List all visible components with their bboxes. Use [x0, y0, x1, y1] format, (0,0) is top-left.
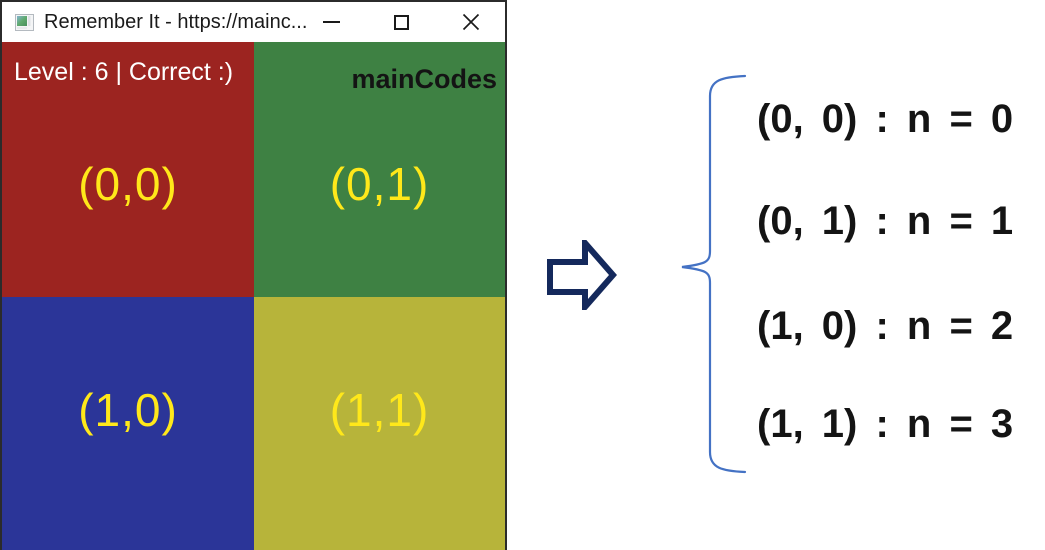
quadrant-1-1[interactable]: (1,1) — [254, 297, 505, 550]
window-title: Remember It - https://mainc... — [44, 10, 308, 33]
titlebar[interactable]: Remember It - https://mainc... — [2, 2, 505, 42]
quadrant-0-0-label: (0,0) — [78, 157, 178, 210]
minimize-button[interactable] — [308, 2, 354, 42]
mapping-row-3: (1, 1) : n = 3 — [757, 402, 1014, 446]
mapping-row-1: (0, 1) : n = 1 — [757, 199, 1014, 243]
app-window: Remember It - https://mainc... (0,0) (0,… — [0, 0, 507, 550]
quadrant-grid: (0,0) (0,1) (1,0) (1,1) — [2, 42, 505, 550]
curly-brace-icon — [681, 74, 747, 474]
quadrant-0-1[interactable]: (0,1) — [254, 42, 505, 297]
quadrant-1-0[interactable]: (1,0) — [2, 297, 254, 550]
mapping-row-2: (1, 0) : n = 2 — [757, 304, 1014, 348]
quadrant-0-1-label: (0,1) — [329, 157, 430, 210]
minimize-icon — [322, 21, 340, 23]
close-button[interactable] — [448, 2, 494, 42]
quadrant-1-1-label: (1,1) — [329, 383, 430, 436]
level-status-text: Level : 6 | Correct :) — [14, 58, 234, 86]
app-icon — [15, 13, 34, 31]
quadrant-1-0-label: (1,0) — [78, 383, 178, 436]
maximize-button[interactable] — [378, 2, 424, 42]
block-arrow-right-icon — [547, 240, 617, 310]
quadrant-0-0[interactable]: (0,0) — [2, 42, 254, 297]
mapping-row-0: (0, 0) : n = 0 — [757, 97, 1014, 141]
close-icon — [462, 13, 480, 31]
maximize-icon — [393, 14, 409, 30]
watermark-text: mainCodes — [351, 64, 497, 94]
